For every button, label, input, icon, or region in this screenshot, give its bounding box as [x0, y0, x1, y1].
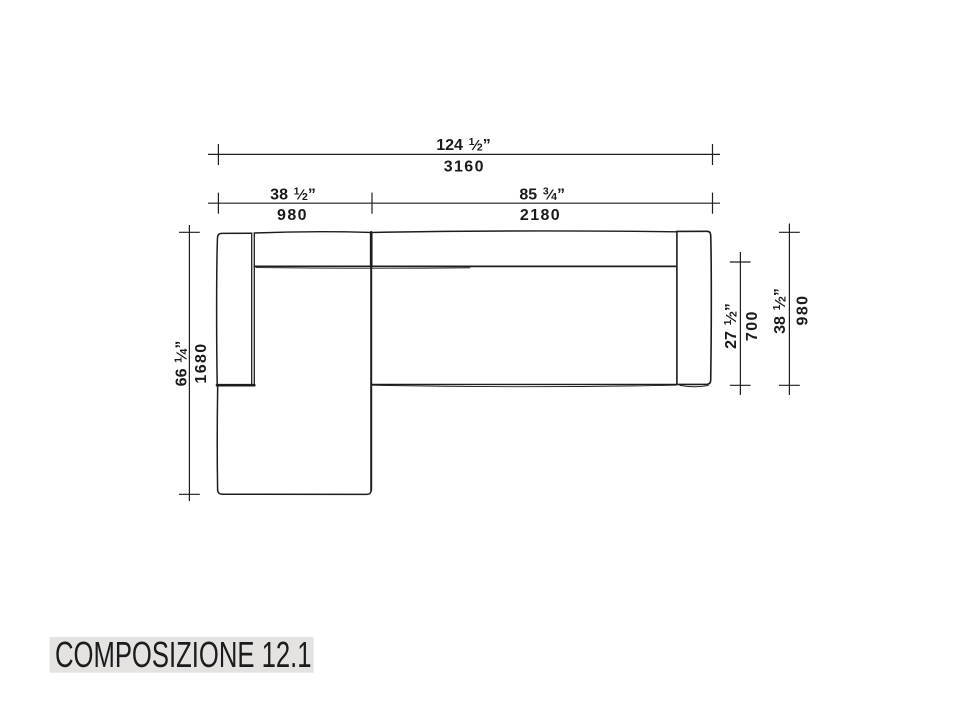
- svg-text:66 1⁄4”: 66 1⁄4”: [172, 341, 190, 387]
- svg-text:85 3⁄4”: 85 3⁄4”: [519, 186, 565, 204]
- svg-text:27 1⁄2”: 27 1⁄2”: [722, 303, 740, 349]
- svg-text:38 1⁄2”: 38 1⁄2”: [771, 288, 789, 334]
- svg-text:COMPOSIZIONE 12.1: COMPOSIZIONE 12.1: [55, 633, 312, 675]
- svg-text:980: 980: [794, 295, 811, 326]
- svg-text:3160: 3160: [444, 158, 485, 175]
- svg-text:124 1⁄2”: 124 1⁄2”: [436, 136, 491, 154]
- svg-text:980: 980: [277, 207, 308, 224]
- svg-text:1680: 1680: [193, 342, 210, 383]
- svg-text:38 1⁄2”: 38 1⁄2”: [270, 186, 316, 204]
- svg-text:700: 700: [744, 310, 761, 341]
- svg-text:2180: 2180: [520, 207, 561, 224]
